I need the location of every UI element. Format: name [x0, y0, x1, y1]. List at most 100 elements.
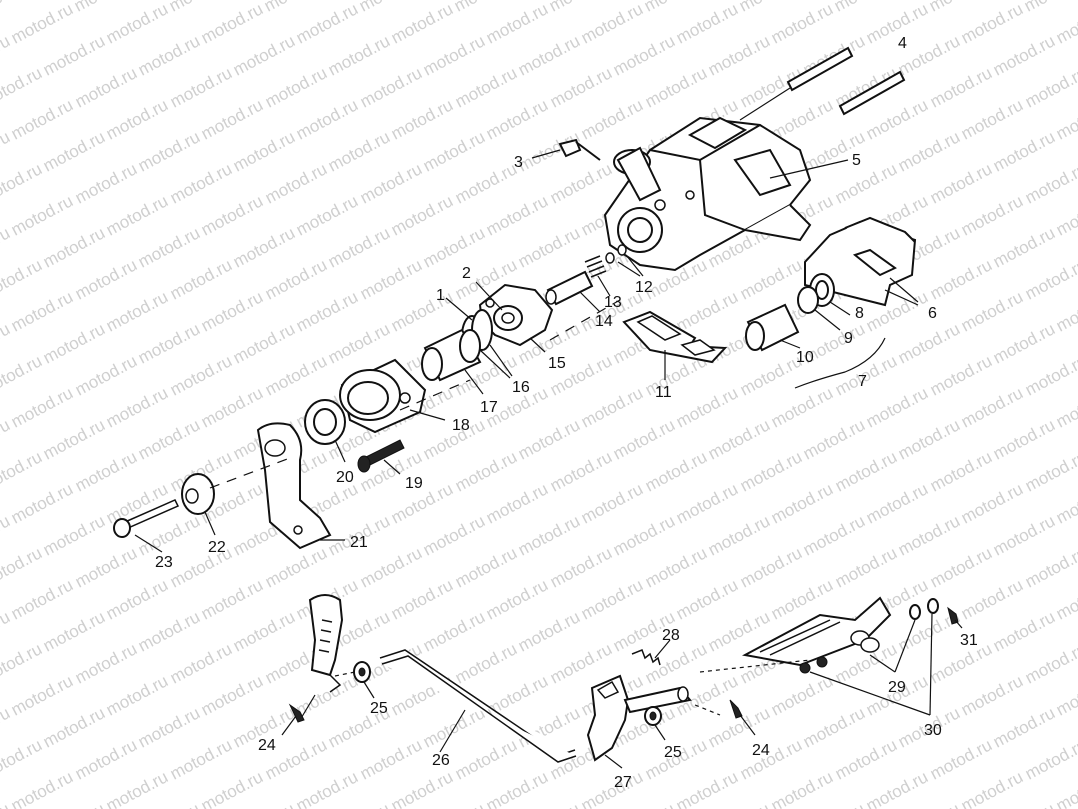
callout-30: 30: [924, 722, 942, 739]
watermark-text: motod.ru: [705, 31, 773, 79]
watermark-text: motod.ru: [578, 575, 646, 623]
watermark-text: motod.ru: [8, 575, 76, 623]
callout-11: 11: [655, 384, 672, 401]
watermark-text: motod.ru: [927, 63, 995, 111]
watermark-text: motod.ru: [103, 383, 171, 431]
watermark-text: motod.ru: [1053, 0, 1078, 48]
watermark-text: motod.ru: [452, 159, 520, 207]
watermark-text: motod.ru: [293, 95, 361, 143]
watermark-text: motod.ru: [958, 95, 1026, 143]
watermark-text: motod.ru: [1053, 191, 1078, 239]
watermark-text: motod.ru: [262, 159, 330, 207]
watermark-text: motod.ru: [483, 479, 551, 527]
watermark-text: motod.ru: [40, 319, 108, 367]
watermark-text: motod.ru: [325, 223, 393, 271]
watermark-text: motod.ru: [167, 351, 235, 399]
watermark-text: motod.ru: [72, 255, 140, 303]
watermark-text: motod.ru: [0, 351, 45, 399]
watermark-text: motod.ru: [40, 127, 108, 175]
watermark-text: motod.ru: [610, 799, 678, 809]
watermark-text: motod.ru: [927, 543, 995, 591]
callout-labels: 1 2 3 4 5 6 7 8 9 10 11 12 13 14 15 16 1…: [155, 35, 978, 791]
watermark-text: motod.ru: [357, 159, 425, 207]
watermark-text: motod.ru: [8, 287, 76, 335]
watermark-text: motod.ru: [642, 639, 710, 687]
watermark-text: motod.ru: [958, 383, 1026, 431]
watermark-text: motod.ru: [958, 767, 1026, 809]
watermark-text: motod.ru: [958, 671, 1026, 719]
watermark-text: motod.ru: [198, 383, 266, 431]
watermark-text: motod.ru: [768, 767, 836, 809]
watermark-text: motod.ru: [705, 511, 773, 559]
callout-12: 12: [635, 279, 653, 296]
watermark-text: motod.ru: [1053, 95, 1078, 143]
watermark-text: motod.ru: [768, 479, 836, 527]
callout-31: 31: [960, 632, 978, 649]
watermark-text: motod.ru: [1022, 351, 1078, 399]
watermark-text: motod.ru: [547, 159, 615, 207]
watermark-text: motod.ru: [452, 639, 520, 687]
watermark-text: motod.ru: [8, 191, 76, 239]
part-24-cotter-pin-right: [694, 699, 756, 736]
callout-9: 9: [844, 330, 853, 347]
watermark-text: motod.ru: [990, 319, 1058, 367]
watermark-text: motod.ru: [135, 223, 203, 271]
watermark-text: motod.ru: [642, 447, 710, 495]
watermark-text: motod.ru: [388, 191, 456, 239]
watermark-text: motod.ru: [515, 799, 583, 809]
watermark-text: motod.ru: [895, 799, 963, 809]
watermark-text: motod.ru: [483, 191, 551, 239]
watermark-text: motod.ru: [40, 511, 108, 559]
part-25-washer-left: [353, 661, 375, 699]
watermark-text: motod.ru: [800, 799, 868, 809]
watermark-text: motod.ru: [8, 671, 76, 719]
watermark-text: motod.ru: [135, 319, 203, 367]
watermark-text: motod.ru: [515, 31, 583, 79]
part-3-bleeder-screw: [531, 138, 601, 161]
watermark-text: motod.ru: [737, 255, 805, 303]
watermark-text: motod.ru: [388, 287, 456, 335]
watermark-text: motod.ru: [578, 767, 646, 809]
watermark-text: motod.ru: [40, 223, 108, 271]
watermark-text: motod.ru: [673, 479, 741, 527]
part-28-spring: [631, 639, 671, 666]
watermark-text: motod.ru: [230, 31, 298, 79]
watermark-text: motod.ru: [863, 383, 931, 431]
watermark-text: motod.ru: [452, 735, 520, 783]
watermark-text: motod.ru: [831, 0, 899, 16]
watermark-text: motod.ru: [895, 319, 963, 367]
watermark-text: motod.ru: [103, 767, 171, 809]
watermark-text: motod.ru: [451, 0, 519, 16]
watermark-text: motod.ru: [483, 575, 551, 623]
watermark-text: motod.ru: [990, 127, 1058, 175]
callout-20: 20: [336, 469, 354, 486]
watermark-text: motod.ru: [103, 191, 171, 239]
watermark-text: motod.ru: [357, 735, 425, 783]
watermark-text: motod.ru: [103, 671, 171, 719]
watermark-text: motod.ru: [515, 607, 583, 655]
watermark-text: motod.ru: [578, 479, 646, 527]
foot-bracket: [699, 596, 892, 673]
watermark-text: motod.ru: [325, 31, 393, 79]
watermark-text: motod.ru: [1021, 0, 1078, 16]
watermark-text: motod.ru: [230, 319, 298, 367]
watermark-text: motod.ru: [483, 95, 551, 143]
watermark-text: motod.ru: [293, 0, 361, 48]
callout-3: 3: [514, 154, 523, 171]
watermark-text: motod.ru: [103, 0, 171, 48]
watermark-text: motod.ru: [71, 0, 139, 16]
watermark-text: motod.ru: [420, 31, 488, 79]
watermark-text: motod.ru: [515, 415, 583, 463]
watermark-text: motod.ru: [388, 0, 456, 48]
watermark-text: motod.ru: [40, 799, 108, 809]
part-7-brace: [794, 337, 886, 389]
watermark-text: motod.ru: [832, 543, 900, 591]
watermark-text: motod.ru: [990, 703, 1058, 751]
watermark-text: motod.ru: [262, 351, 330, 399]
callout-1: 1: [436, 287, 445, 304]
watermark-text: motod.ru: [198, 95, 266, 143]
watermark-text: motod.ru: [1022, 63, 1078, 111]
watermark-text: motod.ru: [0, 447, 45, 495]
watermark-text: motod.ru: [1022, 543, 1078, 591]
